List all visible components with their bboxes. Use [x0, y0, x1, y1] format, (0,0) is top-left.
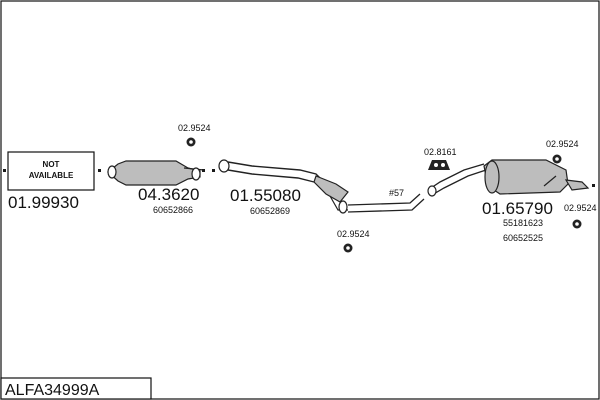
connecting-pipe: #57	[347, 188, 425, 213]
reference-frame	[0, 377, 152, 400]
gasket-ring-fitting	[191, 167, 201, 181]
pipe-mark-label: #57	[389, 188, 404, 198]
reference-code: ALFA34999A	[5, 382, 100, 399]
clamp-c-fitting[interactable]: 02.9524	[546, 139, 579, 164]
clamp-a-code: 02.9524	[178, 123, 211, 133]
mount-code: 02.8161	[424, 147, 457, 157]
gasket-ring-icon	[191, 167, 201, 181]
not-available-box	[7, 151, 95, 191]
connector-dot	[202, 169, 205, 172]
oem-number-rear-2: 60652525	[503, 233, 543, 243]
connecting-pipe-upper	[347, 193, 421, 206]
connector-dot	[3, 169, 6, 172]
part-number-rear: 01.65790	[482, 199, 553, 218]
tailpipe-shape	[564, 179, 590, 191]
connector-dot	[98, 169, 101, 172]
not-available-label-line2: AVAILABLE	[29, 171, 74, 180]
oem-number-middle: 60652869	[250, 206, 290, 216]
front-pipe-part[interactable]: NOT AVAILABLE 01.99930	[3, 151, 101, 212]
clamp-b-fitting[interactable]: 02.9524	[337, 229, 370, 253]
cat-inlet-flange	[107, 165, 117, 179]
rear-inlet-pipe-lower	[431, 169, 487, 196]
middle-inlet-flange	[218, 159, 230, 173]
middle-outlet-flange	[338, 200, 348, 214]
clamp-a-fitting[interactable]: 02.9524	[178, 123, 211, 147]
reference-box: ALFA34999A	[0, 377, 152, 400]
clamp-d-code: 02.9524	[564, 203, 597, 213]
middle-pipe-upper	[227, 161, 323, 181]
part-number-cat: 04.3620	[138, 185, 199, 204]
not-available-label-line1: NOT	[43, 160, 60, 169]
middle-pipe-lower	[227, 169, 315, 183]
clamp-b-code: 02.9524	[337, 229, 370, 239]
rear-silencer-end	[484, 160, 500, 194]
clamp-c-code: 02.9524	[546, 139, 579, 149]
catalytic-converter-shape	[107, 160, 201, 186]
part-number-middle: 01.55080	[230, 186, 301, 205]
mount-icon	[428, 160, 450, 170]
rear-inlet-flange	[427, 185, 437, 197]
catalytic-converter-part[interactable]: 04.3620 60652866	[107, 160, 205, 215]
oem-number-rear-1: 55181623	[503, 218, 543, 228]
rear-silencer-part[interactable]: 01.65790 55181623 60652525	[427, 159, 595, 243]
connector-dot	[212, 169, 215, 172]
oem-number-cat: 60652866	[153, 205, 193, 215]
clamp-d-fitting[interactable]: 02.9524	[564, 203, 597, 229]
middle-silencer-part[interactable]: 01.55080 60652869	[212, 159, 349, 216]
connecting-pipe-lower	[347, 198, 425, 213]
connector-dot	[592, 184, 595, 187]
rear-silencer-bracket	[543, 175, 557, 187]
part-number-front: 01.99930	[8, 193, 79, 212]
rubber-mount-fitting[interactable]: 02.8161	[424, 147, 457, 170]
